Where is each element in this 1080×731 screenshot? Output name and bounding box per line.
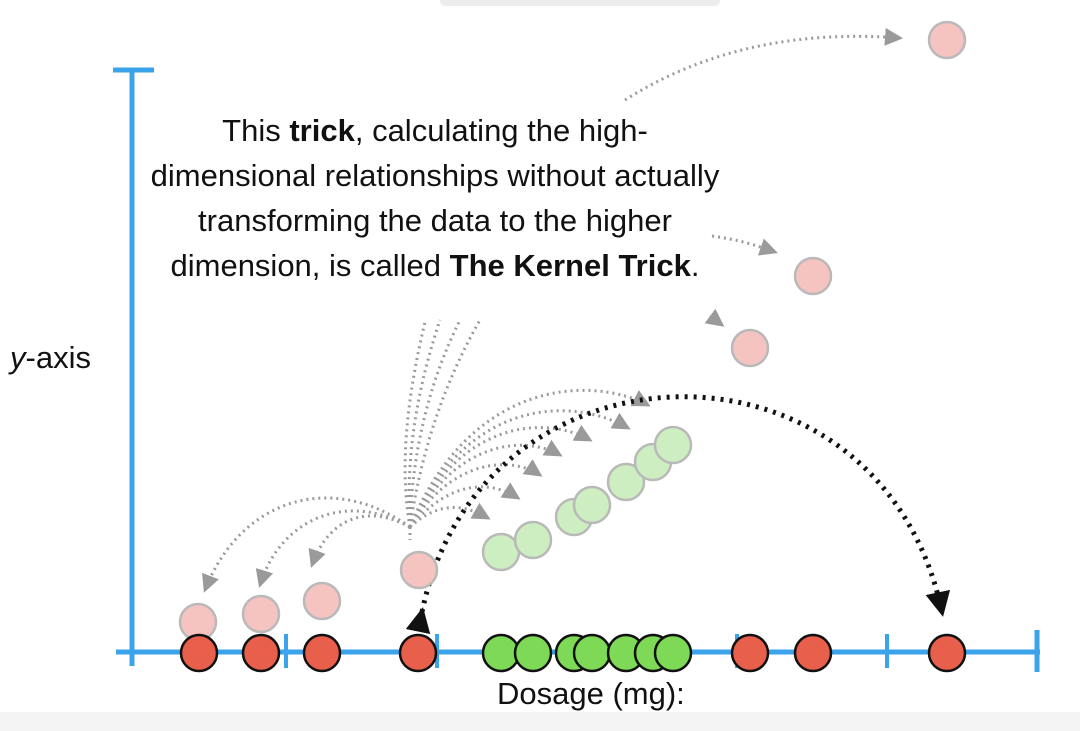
green-point <box>653 633 693 673</box>
caption-bold-trick: trick <box>289 113 355 148</box>
transformed-red-point <box>241 594 281 634</box>
transformed-red-point <box>927 20 967 60</box>
green-point <box>513 633 553 673</box>
red-point <box>302 633 342 673</box>
gray-arrow <box>624 27 903 102</box>
transformed-green-point <box>606 462 646 502</box>
caption-text: This trick, calculating the high-dimensi… <box>140 108 730 288</box>
transformed-green-point <box>653 425 693 465</box>
red-point <box>730 633 770 673</box>
caption-part: . <box>690 248 700 283</box>
gray-arrow <box>704 308 725 327</box>
gray-arrow <box>403 321 427 528</box>
caption-part: , calculating the high-dimensional relat… <box>150 113 720 283</box>
green-point <box>481 633 521 673</box>
green-point <box>572 633 612 673</box>
gray-arrow <box>408 482 521 528</box>
red-point <box>793 633 833 673</box>
transformed-green-point <box>572 485 612 525</box>
gray-arrow <box>255 509 411 588</box>
axis-points <box>179 633 967 673</box>
gray-arrow <box>202 496 411 593</box>
gray-arrows <box>202 27 903 593</box>
y-axis-label-italic: y <box>10 340 26 375</box>
gray-arrow <box>711 234 778 256</box>
gray-arrow <box>408 424 593 528</box>
transformed-green-point <box>481 532 521 572</box>
x-axis-label: Dosage (mg): <box>497 676 685 711</box>
transformed-red-point <box>793 256 833 296</box>
transformed-points <box>178 20 967 642</box>
red-point <box>398 633 438 673</box>
gray-arrow <box>408 459 543 528</box>
bottom-band <box>0 712 1080 731</box>
caption-part: This <box>222 113 290 148</box>
caption-bold-kernel-trick: The Kernel Trick <box>449 248 691 283</box>
top-bar <box>440 0 720 6</box>
gray-arrow <box>408 319 462 528</box>
transformed-red-point <box>399 550 439 590</box>
gray-arrow <box>408 502 491 529</box>
y-axis-label-rest: -axis <box>25 340 91 375</box>
gray-arrow <box>408 319 482 528</box>
black-double-arrow <box>405 394 951 635</box>
red-point <box>927 633 967 673</box>
transformed-red-point <box>302 581 342 621</box>
gray-arrow <box>308 514 411 568</box>
red-point <box>241 633 281 673</box>
gray-arrow <box>408 409 631 528</box>
transformed-green-point <box>513 520 553 560</box>
gray-arrow <box>408 439 563 528</box>
y-axis-label: y-axis <box>10 340 91 376</box>
red-point <box>179 633 219 673</box>
gray-arrow <box>408 388 651 528</box>
gray-arrow <box>407 319 442 528</box>
transformed-red-point <box>730 328 770 368</box>
